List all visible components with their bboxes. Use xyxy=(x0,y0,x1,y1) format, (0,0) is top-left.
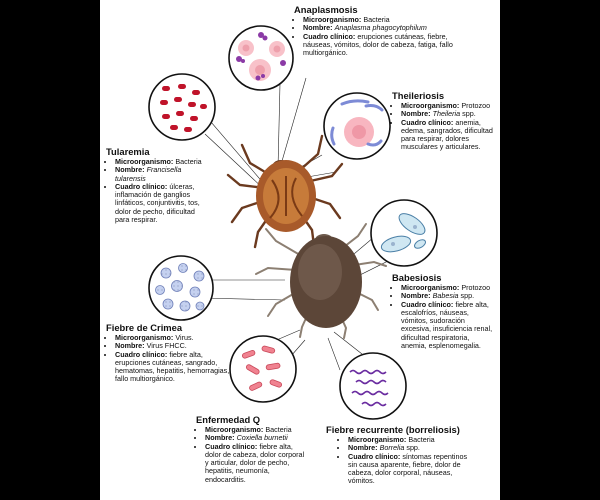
babesiosis-clinical: Cuadro clínico: fiebre alta, escalofríos… xyxy=(401,300,496,351)
francisella-bubble xyxy=(148,73,216,141)
hard-tick xyxy=(226,134,344,249)
crimea-name: Nombre: Virus FHCC. xyxy=(115,342,230,350)
theileriosis-micro: Microorganismo: Protozoo xyxy=(401,101,496,110)
anaplasma-bubble xyxy=(228,25,294,91)
babesiosis-title: Babesiosis xyxy=(392,272,442,283)
relapsing-title: Fiebre recurrente (borreliosis) xyxy=(326,424,460,435)
relapsing-micro: Microorganismo: Bacteria xyxy=(348,435,468,444)
babesiosis-info: Babesiosis Microorganismo: Protozoo Nomb… xyxy=(392,272,496,350)
theileria-bubble xyxy=(323,92,391,160)
q-fever-clinical: Cuadro clínico: fiebre alta, dolor de ca… xyxy=(205,442,308,484)
theileriosis-info: Theileriosis Microorganismo: Protozoo No… xyxy=(392,90,496,152)
q-fever-micro: Microorganismo: Bacteria xyxy=(205,425,308,434)
theileriosis-clinical: Cuadro clínico: anemia, edema, sangrados… xyxy=(401,118,496,152)
crimea-info: Fiebre de Crimea Microorganismo: Virus. … xyxy=(106,322,230,384)
theileriosis-name: Nombre: Theileria spp. xyxy=(401,110,496,118)
q-fever-title: Enfermedad Q xyxy=(196,414,261,425)
tularemia-micro: Microorganismo: Bacteria xyxy=(115,157,210,166)
q-fever-info: Enfermedad Q Microorganismo: Bacteria No… xyxy=(196,414,308,484)
tularemia-clinical: Cuadro clínico: úlceras, inflamación de … xyxy=(115,182,210,224)
virus-bubble xyxy=(148,255,214,321)
anaplasmosis-title: Anaplasmosis xyxy=(294,4,358,15)
relapsing-fever-info: Fiebre recurrente (borreliosis) Microorg… xyxy=(326,424,498,486)
engorged-tick xyxy=(255,223,387,339)
coxiella-bubble xyxy=(229,335,297,403)
babesia-bubble xyxy=(370,199,438,267)
anaplasmosis-clinical: Cuadro clínico: erupciones cutáneas, fie… xyxy=(303,32,464,58)
crimea-clinical: Cuadro clínico: fiebre alta, erupciones … xyxy=(115,350,230,384)
anaplasmosis-name: Nombre: Anaplasma phagocytophilum xyxy=(303,24,464,32)
illustration xyxy=(148,25,438,420)
theileriosis-title: Theileriosis xyxy=(392,90,445,101)
tularemia-name: Nombre: Francisella tularensis xyxy=(115,166,210,183)
relapsing-clinical: Cuadro clínico: síntomas repentinos sin … xyxy=(348,452,468,486)
tularemia-title: Tularemia xyxy=(106,146,150,157)
infographic-panel: Anaplasmosis Microorganismo: Bacteria No… xyxy=(100,0,500,500)
q-fever-name: Nombre: Coxiella burnetii xyxy=(205,434,308,442)
anaplasmosis-micro: Microorganismo: Bacteria xyxy=(303,15,464,24)
anaplasmosis-info: Anaplasmosis Microorganismo: Bacteria No… xyxy=(294,4,464,57)
relapsing-name: Nombre: Borrelia spp. xyxy=(348,444,468,452)
babesiosis-name: Nombre: Babesia spp. xyxy=(401,292,496,300)
crimea-micro: Microorganismo: Virus. xyxy=(115,333,230,342)
crimea-title: Fiebre de Crimea xyxy=(106,322,183,333)
tularemia-info: Tularemia Microorganismo: Bacteria Nombr… xyxy=(106,146,210,224)
babesiosis-micro: Microorganismo: Protozoo xyxy=(401,283,496,292)
borrelia-bubble xyxy=(339,352,407,420)
